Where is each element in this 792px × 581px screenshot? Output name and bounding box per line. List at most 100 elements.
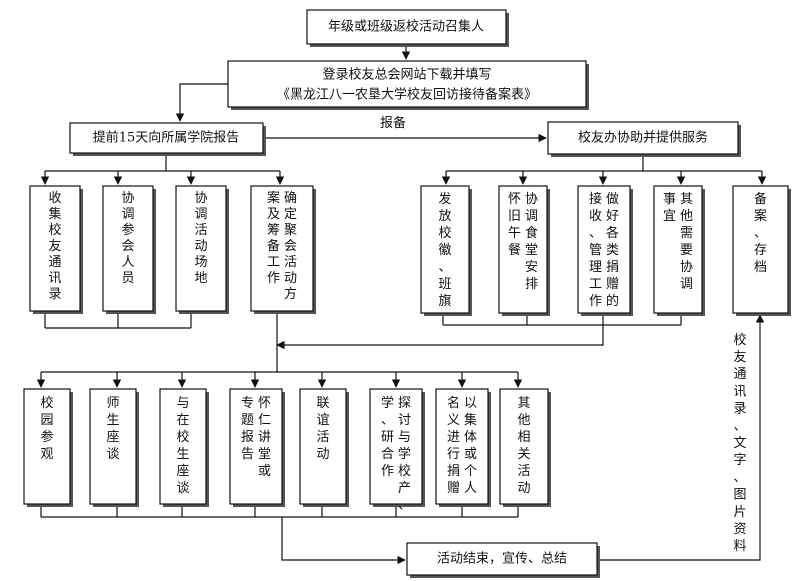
service-task-glyph: 工: [589, 277, 602, 292]
activity-glyph: 报: [241, 430, 254, 445]
activity-glyph: 与: [176, 396, 189, 411]
service-task-glyph: 、: [754, 226, 767, 241]
prep-task-col: 协调活动场地协调活动场地: [194, 191, 207, 286]
register-line-2: 《黑龙江八一农垦大学校友回访接待备案表》: [277, 87, 537, 103]
activity-glyph: 题: [241, 413, 254, 428]
service-task-glyph: 收: [589, 209, 602, 224]
prep-task-glyph: 友: [48, 238, 61, 254]
activity-glyph: 相: [517, 430, 530, 445]
service-task-box: 其他需要协调其他需要协调事宜事宜: [653, 185, 705, 316]
activity-glyph: 动: [316, 447, 329, 462]
archive-note-glyph: 校: [733, 332, 746, 348]
prep-task-glyph: 聚: [284, 223, 297, 238]
activity-col: 与在校生座谈与在校生座谈: [176, 396, 189, 496]
activity-box: 联谊活动联谊活动: [299, 388, 349, 507]
activity-glyph: 联: [316, 396, 329, 411]
archive-note-glyph: 、: [733, 470, 746, 485]
service-task-box: 协调食堂安排协调食堂安排怀旧午餐怀旧午餐: [498, 185, 550, 316]
service-task-col: 其他需要协调其他需要协调: [680, 192, 693, 292]
prep-task-glyph: 收: [48, 191, 61, 206]
prep-task-glyph: 人: [121, 255, 134, 270]
activity-col: 怀仁讲堂或怀仁讲堂或: [258, 396, 271, 479]
activity-glyph: 校: [398, 463, 411, 479]
alumni-office-box: 校友办协助并提供服务: [547, 121, 741, 157]
service-task-glyph: 调: [680, 277, 693, 292]
activity-glyph: 体: [464, 430, 477, 445]
service-task-col: 事宜事宜: [663, 192, 676, 224]
prep-task-glyph: 动: [284, 271, 297, 286]
archive-note-glyph: 资: [733, 522, 746, 537]
activity-glyph: 探: [398, 396, 411, 411]
activity-glyph: 座: [106, 430, 119, 445]
activity-box-frame: [499, 388, 549, 505]
prep-task-glyph: 活: [284, 255, 297, 270]
service-task-glyph: 他: [680, 209, 693, 224]
prep-task-glyph: 案: [267, 191, 280, 206]
activity-glyph: 行: [447, 447, 460, 462]
register-box: 登录校友总会网站下载并填写《黑龙江八一农垦大学校友回访接待备案表》: [227, 60, 589, 110]
report-label: 报备: [380, 115, 406, 131]
service-task-glyph: 接: [589, 191, 602, 207]
archive-note-glyph: 录: [733, 402, 746, 417]
activity-glyph: 生: [106, 413, 119, 428]
prep-task-box: 协调活动场地协调活动场地: [175, 185, 229, 314]
prep-task-glyph: 协: [194, 191, 207, 206]
activity-glyph: 活: [316, 430, 329, 445]
activity-glyph: 校: [40, 395, 53, 411]
activity-glyph: 在: [176, 413, 189, 428]
activity-glyph: 参: [40, 429, 53, 445]
activity-glyph: 、: [381, 413, 394, 428]
activity-box: 校园参观校园参观: [23, 388, 73, 507]
prep-task-glyph: 定: [284, 207, 297, 222]
activity-col: 其他相关活动其他相关活动: [517, 396, 530, 496]
convener-box: 年级或班级返校活动召集人: [306, 9, 509, 47]
service-task-glyph: 班: [438, 277, 451, 292]
prep-task-glyph: 确: [284, 191, 297, 206]
activity-glyph: 关: [517, 447, 530, 462]
connector-line: [276, 325, 604, 350]
activity-box: 与在校生座谈与在校生座谈: [159, 388, 209, 507]
connector-line: [597, 314, 765, 561]
activity-glyph: 捐: [447, 464, 460, 479]
activity-glyph: 校: [176, 429, 189, 445]
activity-col: 以集体或个人以集体或个人: [464, 396, 477, 496]
activity-glyph: 谈: [106, 447, 119, 462]
activity-glyph: 园: [40, 413, 53, 428]
service-task-glyph: 事: [663, 192, 676, 207]
prep-task-box: 收集校友通讯录收集校友通讯录: [29, 185, 83, 314]
service-task-glyph: 的: [606, 293, 619, 309]
service-task-glyph: 宜: [663, 209, 676, 224]
activity-glyph: 合: [381, 447, 394, 462]
summary-box-frame: [406, 542, 598, 576]
activity-glyph: 个: [464, 464, 477, 479]
activity-col: 专题报告专题报告: [241, 396, 254, 462]
service-task-glyph: 赠: [606, 277, 619, 292]
prep-task-col: 确定聚会活动方确定聚会活动方: [284, 191, 297, 302]
activity-glyph: 名: [447, 395, 460, 411]
activity-glyph: 人: [464, 481, 477, 496]
activity-glyph: 活: [517, 464, 530, 479]
prep-task-col: 协调参会人员协调参会人员: [121, 191, 134, 286]
prep-task-box-frame: [250, 185, 314, 312]
activity-box: 怀仁讲堂或怀仁讲堂或专题报告专题报告: [229, 388, 285, 507]
connectors: [36, 44, 767, 565]
prep-task-glyph: 调: [194, 207, 207, 222]
boxes: 年级或班级返校活动召集人登录校友总会网站下载并填写《黑龙江八一农垦大学校友回访接…: [23, 9, 791, 578]
activity-glyph: 谈: [176, 481, 189, 496]
alumni-office-box-frame: [547, 121, 739, 155]
prep-task-box-frame: [29, 185, 81, 312]
archive-note-glyph: 字: [733, 453, 746, 468]
service-task-glyph: 安: [525, 260, 538, 275]
prep-task-glyph: 筹: [267, 222, 280, 238]
activity-glyph: 师: [106, 396, 119, 411]
service-task-glyph: 午: [508, 226, 521, 241]
college-report-box-frame: [69, 122, 264, 154]
prep-task-col: 案及筹备工作案及筹备工作: [267, 191, 280, 286]
activity-glyph: 以: [464, 396, 477, 411]
service-task-glyph: 徽: [438, 243, 451, 258]
activity-box: 以集体或个人以集体或个人名义进行捐赠名义进行捐赠: [435, 388, 491, 507]
service-task-glyph: 各: [606, 225, 619, 241]
archive-note-glyph: 文: [733, 436, 746, 451]
activity-box-frame: [369, 388, 423, 505]
